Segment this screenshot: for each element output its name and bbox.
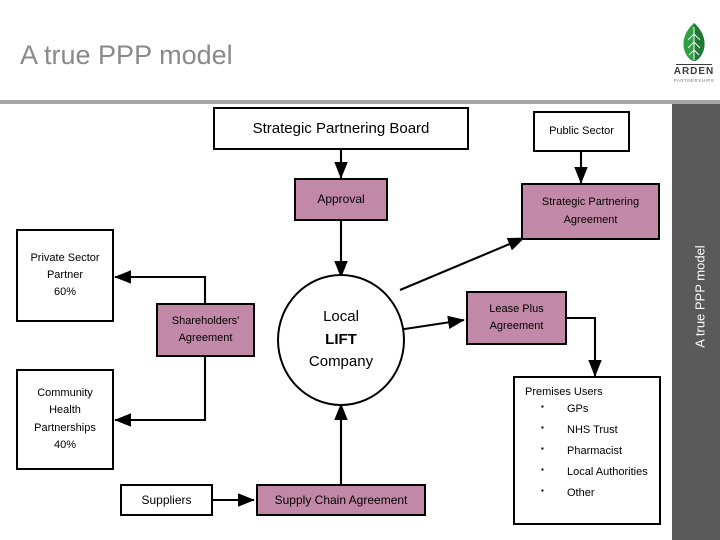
list-item: NHS Trust [541, 424, 649, 436]
arden-logo: ARDEN PARTNERSHIPS [672, 22, 716, 96]
node-private-sector-partner[interactable]: Private Sector Partner 60% [16, 229, 114, 322]
premises-users-heading: Premises Users [525, 386, 603, 398]
node-shareholders-agreement[interactable]: Shareholders' Agreement [156, 303, 255, 357]
side-band: A true PPP model [672, 104, 720, 540]
list-item: Other [541, 487, 649, 499]
node-strategic-partnering-agreement[interactable]: Strategic Partnering Agreement [521, 183, 660, 240]
node-community-health-partnerships[interactable]: Community Health Partnerships 40% [16, 369, 114, 470]
side-band-label: A true PPP model [692, 245, 708, 348]
header-divider [0, 100, 720, 104]
logo-brand: ARDEN [673, 66, 715, 77]
logo-tagline: PARTNERSHIPS [673, 78, 715, 83]
node-premises-users[interactable]: Premises Users GPs NHS Trust Pharmacist … [513, 376, 661, 525]
node-lease-plus-agreement[interactable]: Lease Plus Agreement [466, 291, 567, 345]
premises-users-list: GPs NHS Trust Pharmacist Local Authoriti… [525, 403, 649, 499]
logo-rule [676, 64, 712, 65]
node-supply-chain-agreement[interactable]: Supply Chain Agreement [256, 484, 426, 516]
list-item: GPs [541, 403, 649, 415]
node-approval[interactable]: Approval [294, 178, 388, 221]
node-strategic-partnering-board[interactable]: Strategic Partnering Board [213, 107, 469, 150]
list-item: Local Authorities [541, 466, 649, 478]
node-suppliers[interactable]: Suppliers [120, 484, 213, 516]
node-local-lift-company[interactable]: Local LIFT Company [277, 274, 405, 406]
list-item: Pharmacist [541, 445, 649, 457]
node-public-sector[interactable]: Public Sector [533, 111, 630, 152]
page-title: A true PPP model [20, 40, 233, 70]
green-leaf-icon [683, 23, 705, 61]
